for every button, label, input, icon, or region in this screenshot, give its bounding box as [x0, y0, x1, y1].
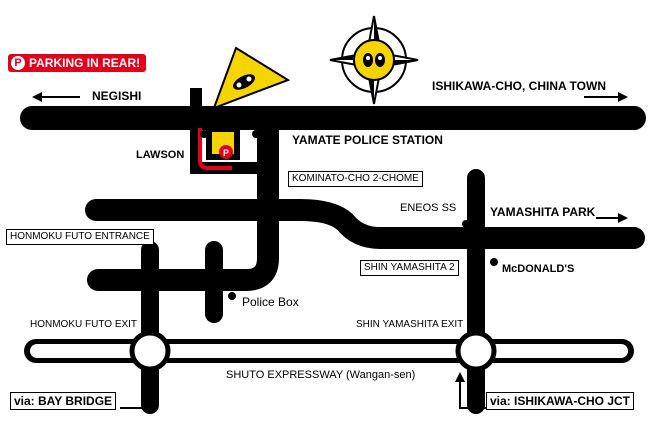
label-negishi: NEGISHI: [92, 89, 142, 103]
label-yamate-police-station: YAMATE POLICE STATION: [292, 133, 443, 147]
label-shin-yamashita-2: SHIN YAMASHITA 2: [360, 260, 459, 276]
label-lawson: LAWSON: [136, 149, 185, 161]
mcdonalds-dot: [490, 258, 498, 266]
label-via-bay-bridge: via: BAY BRIDGE: [10, 392, 117, 410]
eneos-dot: [462, 220, 470, 228]
road-middle: [85, 199, 645, 249]
road-lower: [87, 169, 279, 291]
parking-pin-icon: P: [219, 145, 233, 159]
arrow-yamashita-park-icon: [596, 213, 628, 223]
police-box-dot: [228, 292, 236, 300]
label-shuto-expressway: SHUTO EXPRESSWAY (Wangan-sen): [226, 369, 416, 381]
parking-badge: P PARKING IN REAR!: [8, 54, 147, 72]
compass-rose-icon: [329, 15, 419, 105]
junction-honmoku: [129, 330, 171, 372]
junction-shin-yamashita: [455, 330, 497, 372]
mooneyes-flag-icon: [212, 46, 291, 110]
label-mcdonalds: McDONALD'S: [502, 263, 575, 275]
label-kominato-cho: KOMINATO-CHO 2-CHOME: [288, 171, 423, 187]
arrow-ishikawa-jct-icon: [455, 372, 486, 409]
lawson-dot: [200, 130, 208, 138]
label-via-ishikawa-cho-jct: via: ISHIKAWA-CHO JCT: [486, 392, 635, 410]
label-ishikawa-china-town: ISHIKAWA-CHO, CHINA TOWN: [432, 79, 606, 93]
expressway: [24, 339, 634, 363]
svg-text:P: P: [223, 148, 229, 158]
parking-badge-text: PARKING IN REAR!: [29, 56, 141, 70]
label-honmoku-futo-entrance: HONMOKU FUTO ENTRANCE: [6, 229, 154, 245]
police-station-dot: [252, 130, 260, 138]
arrow-bay-bridge-icon: [120, 372, 155, 409]
label-police-box: Police Box: [242, 295, 299, 309]
label-eneos-ss: ENEOS SS: [400, 202, 457, 214]
parking-icon: P: [11, 56, 25, 70]
road-lawson: [190, 88, 268, 174]
label-shin-yamashita-exit: SHIN YAMASHITA EXIT: [356, 319, 464, 330]
label-yamashita-park: YAMASHITA PARK: [490, 205, 596, 219]
arrow-negishi-icon: [32, 92, 80, 102]
label-honmoku-futo-exit: HONMOKU FUTO EXIT: [30, 319, 138, 330]
arrow-china-town-icon: [584, 92, 628, 102]
